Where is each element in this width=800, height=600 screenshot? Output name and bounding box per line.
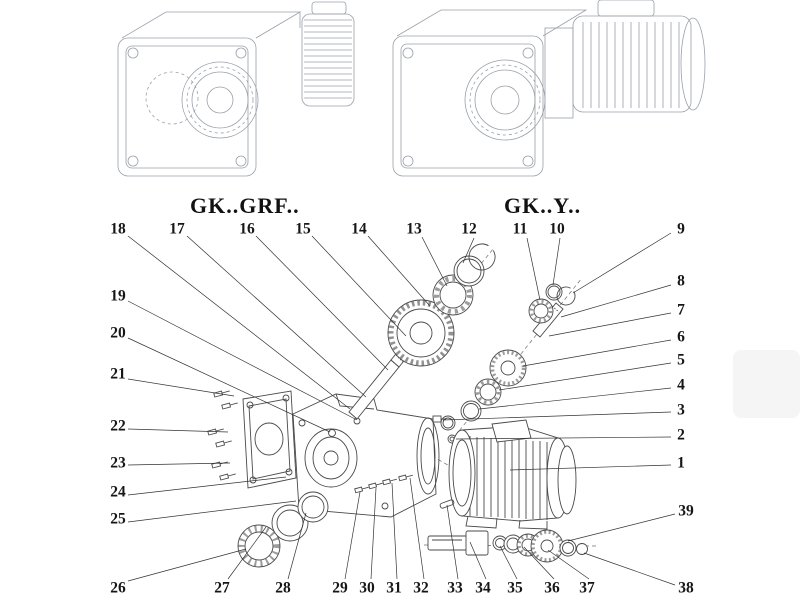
callout-27: 27 [214, 579, 230, 597]
callout-25: 25 [110, 510, 126, 528]
callout-33: 33 [447, 579, 463, 597]
callout-13: 13 [406, 220, 422, 238]
callout-11: 11 [512, 220, 528, 238]
callout-38: 38 [678, 579, 694, 597]
callout-10: 10 [549, 220, 565, 238]
callout-21: 21 [110, 365, 126, 383]
main-shaft-assembly [348, 243, 496, 420]
variant-label-gkgrf: GK..GRF.. [190, 193, 300, 218]
callout-19: 19 [110, 287, 126, 305]
callout-34: 34 [475, 579, 491, 597]
callout-3: 3 [677, 401, 685, 419]
callout-8: 8 [677, 272, 685, 290]
callout-30: 30 [359, 579, 375, 597]
callout-28: 28 [275, 579, 291, 597]
callout-39: 39 [678, 502, 694, 520]
callout-24: 24 [110, 483, 126, 501]
callout-1: 1 [677, 454, 685, 472]
callout-23: 23 [110, 454, 126, 472]
variant-label-gky: GK..Y.. [504, 193, 582, 218]
callout-31: 31 [386, 579, 402, 597]
callout-2: 2 [677, 426, 685, 444]
exploded-view [207, 243, 599, 568]
callout-32: 32 [413, 579, 429, 597]
bearing-cover-set [237, 491, 329, 568]
callout-37: 37 [579, 579, 595, 597]
drawing-gkgrf [117, 1, 355, 177]
callout-22: 22 [110, 417, 126, 435]
callout-35: 35 [507, 579, 523, 597]
callout-16: 16 [239, 220, 255, 238]
callout-26: 26 [110, 579, 126, 597]
output-shaft-assembly [427, 529, 588, 563]
callout-20: 20 [110, 324, 126, 342]
callout-12: 12 [461, 220, 477, 238]
motor [448, 419, 577, 530]
gear-housing [292, 393, 440, 518]
callout-9: 9 [677, 220, 685, 238]
leader-lines [127, 232, 676, 586]
callout-6: 6 [677, 328, 685, 346]
watermark-smudge [733, 350, 800, 418]
callout-15: 15 [295, 220, 311, 238]
callout-5: 5 [677, 351, 685, 369]
drawing-gky [392, 0, 706, 177]
input-shaft-assembly [440, 283, 576, 431]
callout-4: 4 [677, 376, 685, 394]
callout-18: 18 [110, 220, 126, 238]
mounting-bolts [354, 474, 455, 509]
flange-bolts [207, 390, 238, 481]
callout-29: 29 [332, 579, 348, 597]
callout-14: 14 [351, 220, 367, 238]
flange-plate [242, 390, 297, 489]
callout-36: 36 [544, 579, 560, 597]
callout-7: 7 [677, 301, 685, 319]
callout-17: 17 [169, 220, 185, 238]
